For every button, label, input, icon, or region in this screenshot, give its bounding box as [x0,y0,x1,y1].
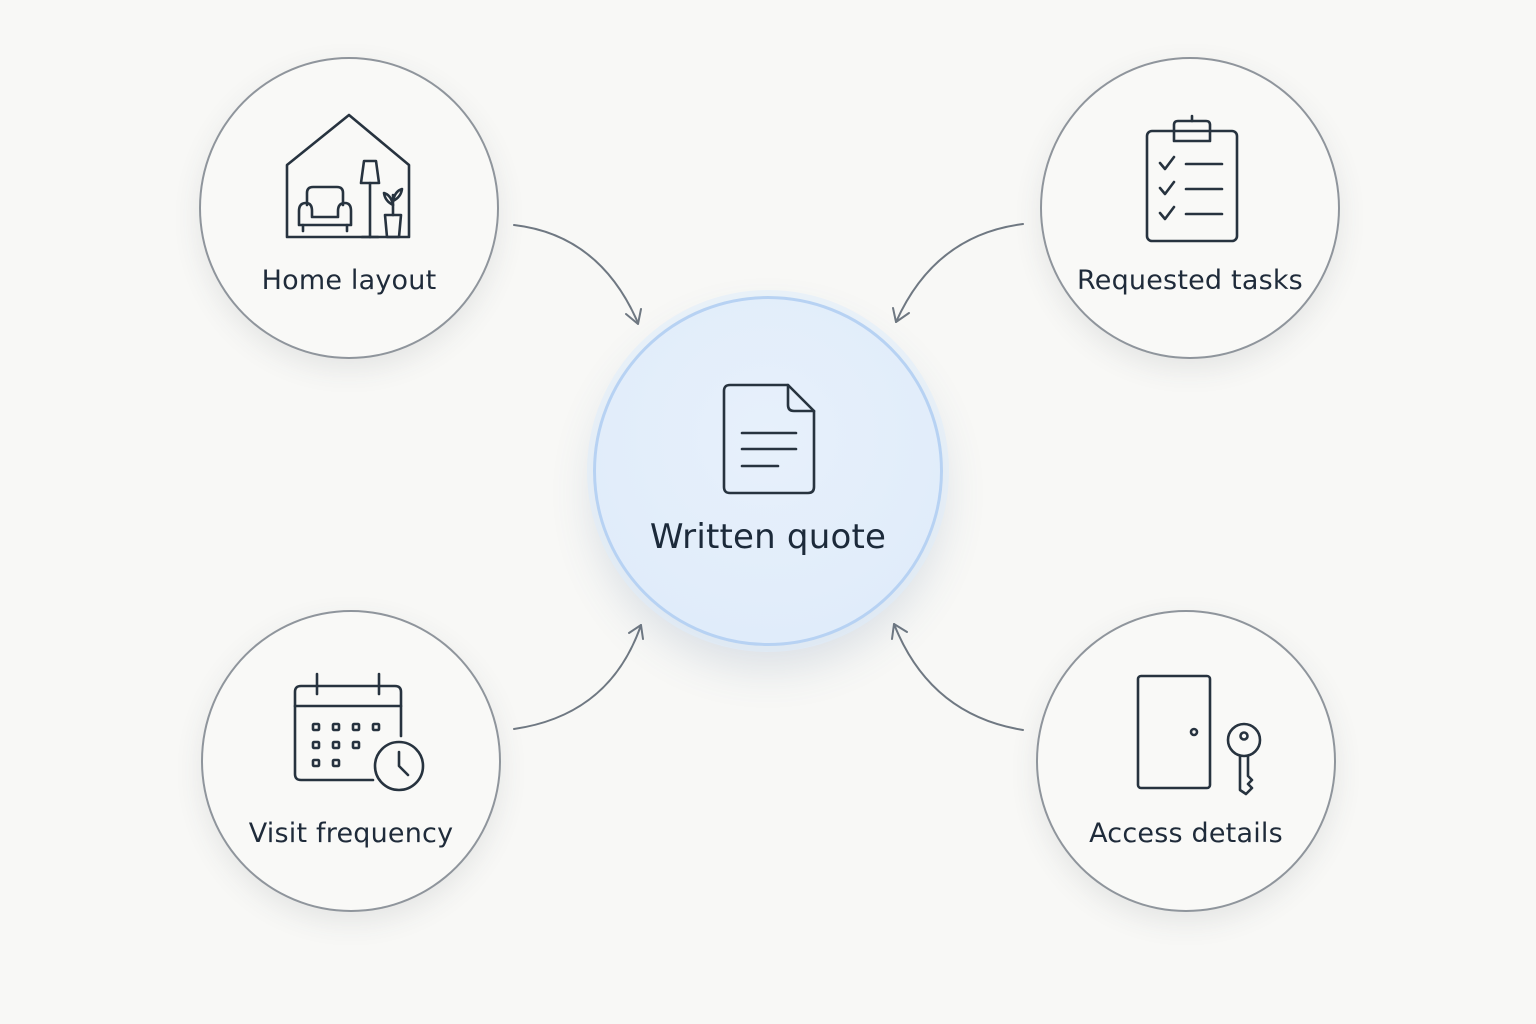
node-label-visit-frequency: Visit frequency [248,818,454,849]
door-key-icon [1136,674,1262,796]
node-label-home-layout: Home layout [261,265,437,296]
node-visit-frequency: Visit frequency [201,610,501,912]
house-icon [285,113,411,239]
node-access-details: Access details [1036,610,1336,912]
node-label-access-details: Access details [1089,818,1283,849]
calendar-clock-icon [293,672,425,792]
node-written-quote: Written quote [593,296,943,646]
node-label-requested-tasks: Requested tasks [1077,265,1303,296]
arrow-home-layout-to-quote [513,224,642,325]
document-icon [722,383,816,495]
node-requested-tasks: Requested tasks [1040,57,1340,359]
node-home-layout: Home layout [199,57,499,359]
arrow-access-details-to-quote [891,623,1024,731]
clipboard-checklist-icon [1145,114,1239,243]
arrow-requested-tasks-to-quote [892,223,1024,323]
arrow-visit-frequency-to-quote [513,624,644,730]
node-label-written-quote: Written quote [649,517,887,557]
